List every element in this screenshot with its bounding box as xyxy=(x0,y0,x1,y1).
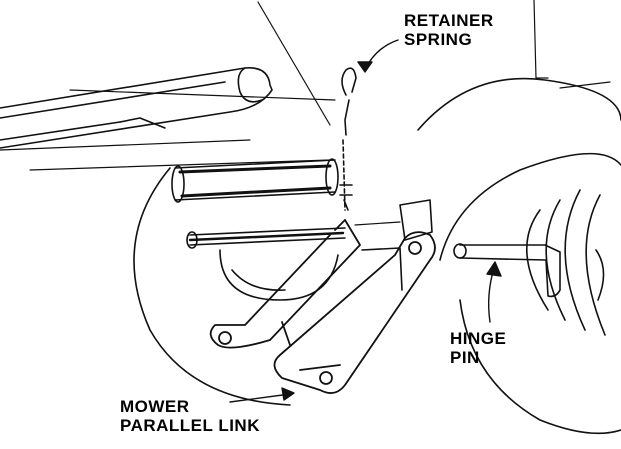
wheel xyxy=(417,77,621,435)
mower-parallel-link-label: MOWER PARALLEL LINK xyxy=(120,397,260,435)
mower-parallel-link-label-line1: MOWER xyxy=(120,397,190,416)
retainer-spring-leader xyxy=(357,39,399,73)
hinge-pin xyxy=(453,243,561,298)
hinge-pin-label-line1: HINGE xyxy=(450,329,507,348)
retainer-spring-label-line2: SPRING xyxy=(404,30,473,49)
mower-parallel-link xyxy=(209,219,436,394)
retainer-spring-label: RETAINER SPRING xyxy=(404,11,494,49)
hinge-bracket xyxy=(361,199,433,291)
retainer-spring xyxy=(339,67,357,211)
hinge-pin-label-line2: PIN xyxy=(450,348,480,367)
mower-parallel-link-label-line2: PARALLEL LINK xyxy=(120,416,260,435)
hinge-pin-leader xyxy=(486,261,502,323)
retainer-spring-label-line1: RETAINER xyxy=(404,11,494,30)
frame-tube xyxy=(0,67,273,149)
hinge-pin-label: HINGE PIN xyxy=(450,329,506,367)
background-lines xyxy=(0,0,611,226)
pulley-assembly xyxy=(171,158,346,249)
mower-link-leader xyxy=(229,387,295,403)
